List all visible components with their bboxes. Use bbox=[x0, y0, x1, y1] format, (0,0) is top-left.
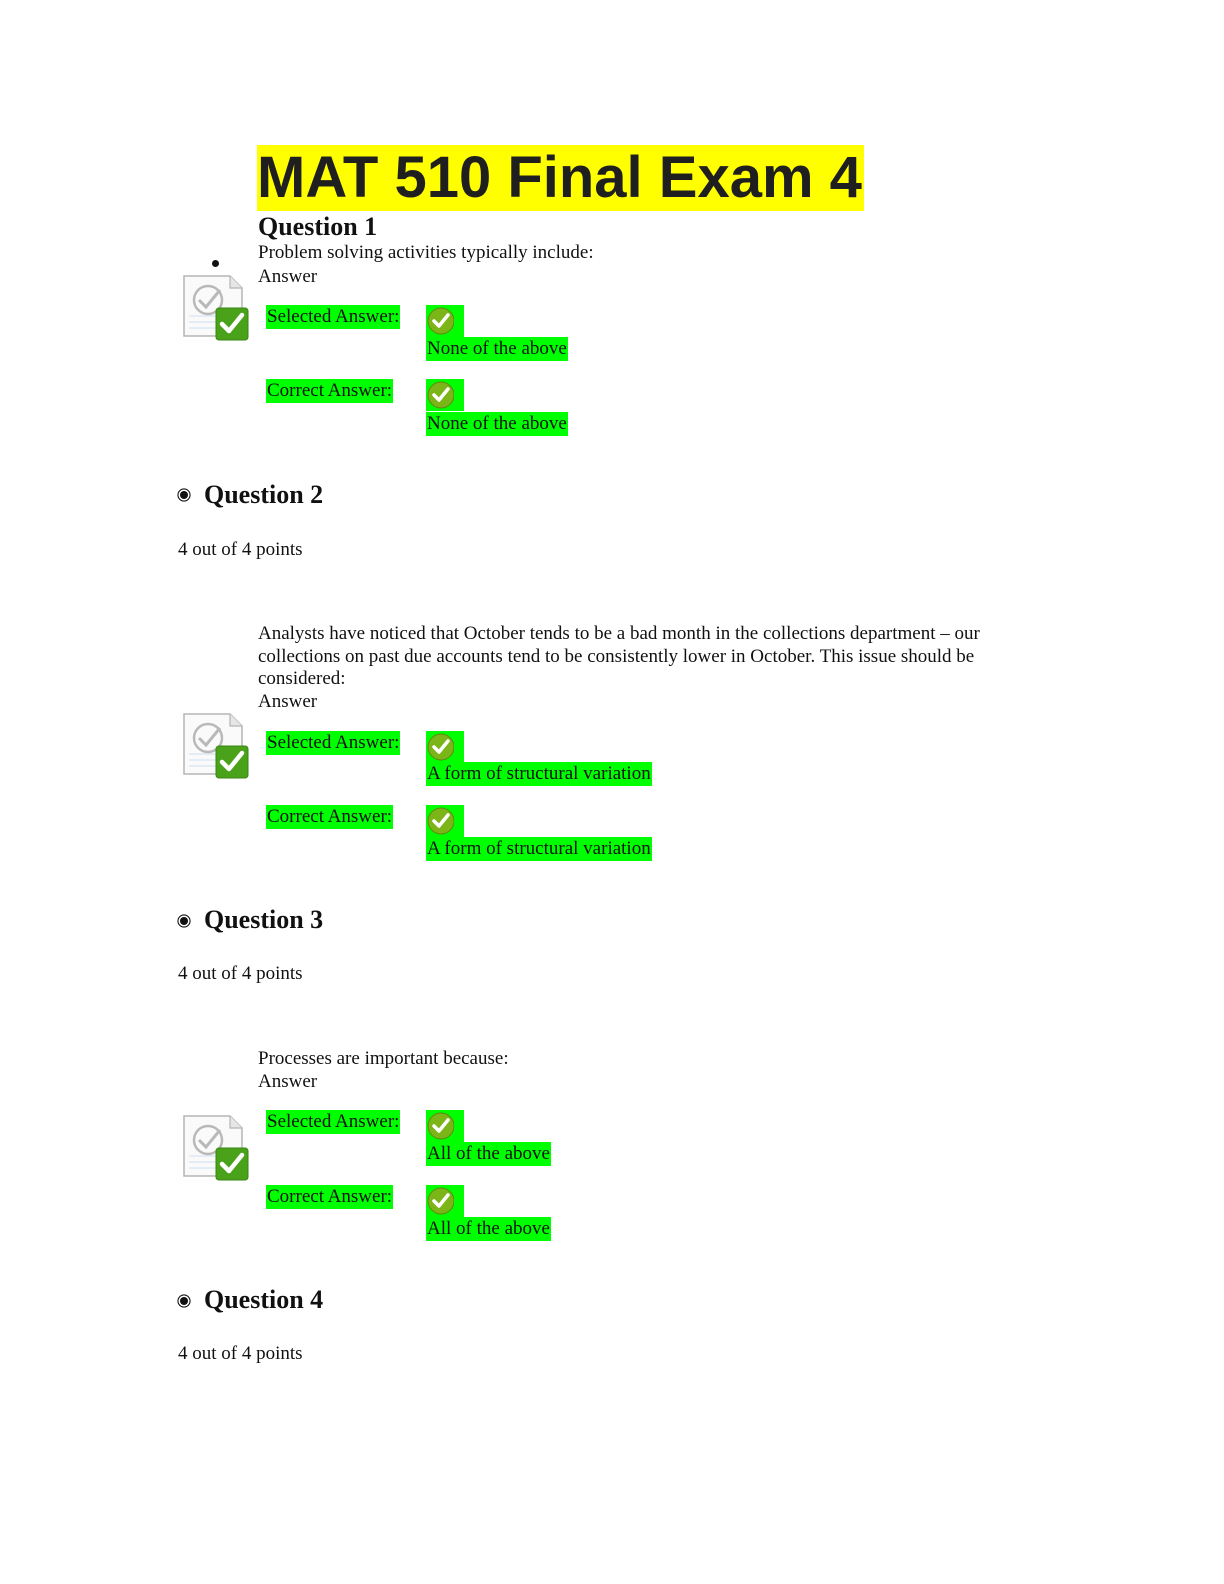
bullet-icon bbox=[212, 260, 219, 267]
correct-check-icon bbox=[426, 379, 464, 411]
question-3-answer-label: Answer bbox=[258, 1071, 318, 1092]
question-1-text: Problem solving activities typically inc… bbox=[258, 242, 594, 263]
page-title: MAT 510 Final Exam 4 bbox=[257, 145, 864, 211]
selected-answer-label: Selected Answer: bbox=[266, 1110, 401, 1134]
question-3-points: 4 out of 4 points bbox=[178, 963, 303, 984]
selected-answer-value: A form of structural variation bbox=[426, 762, 652, 786]
selected-answer-value: None of the above bbox=[426, 337, 568, 361]
graded-document-icon bbox=[180, 710, 250, 780]
question-4-heading: Question 4 bbox=[204, 1285, 324, 1314]
correct-answer-value: All of the above bbox=[426, 1217, 551, 1241]
correct-answer-value: None of the above bbox=[426, 412, 568, 436]
correct-check-icon bbox=[426, 731, 464, 763]
selected-answer-label: Selected Answer: bbox=[266, 731, 401, 755]
graded-document-icon bbox=[180, 1112, 250, 1182]
question-1-heading: Question 1 bbox=[258, 212, 378, 241]
selected-answer-value: All of the above bbox=[426, 1142, 551, 1166]
bullet-icon bbox=[180, 917, 188, 925]
bullet-icon bbox=[180, 1297, 188, 1305]
bullet-icon bbox=[180, 491, 188, 499]
correct-check-icon bbox=[426, 1185, 464, 1217]
correct-answer-label: Correct Answer: bbox=[266, 379, 394, 403]
question-4-points: 4 out of 4 points bbox=[178, 1343, 303, 1364]
question-2-text: Analysts have noticed that October tends… bbox=[258, 623, 980, 689]
selected-answer-label: Selected Answer: bbox=[266, 305, 401, 329]
correct-check-icon bbox=[426, 305, 464, 337]
question-3-text: Processes are important because: bbox=[258, 1048, 509, 1069]
correct-check-icon bbox=[426, 805, 464, 837]
correct-check-icon bbox=[426, 1110, 464, 1142]
correct-answer-label: Correct Answer: bbox=[266, 1185, 394, 1209]
correct-answer-value: A form of structural variation bbox=[426, 837, 652, 861]
graded-document-icon bbox=[180, 272, 250, 342]
question-2-points: 4 out of 4 points bbox=[178, 539, 303, 560]
question-2-answer-label: Answer bbox=[258, 691, 318, 712]
question-2-heading: Question 2 bbox=[204, 480, 324, 509]
correct-answer-label: Correct Answer: bbox=[266, 805, 394, 829]
question-3-heading: Question 3 bbox=[204, 905, 324, 934]
question-1-answer-label: Answer bbox=[258, 266, 318, 287]
